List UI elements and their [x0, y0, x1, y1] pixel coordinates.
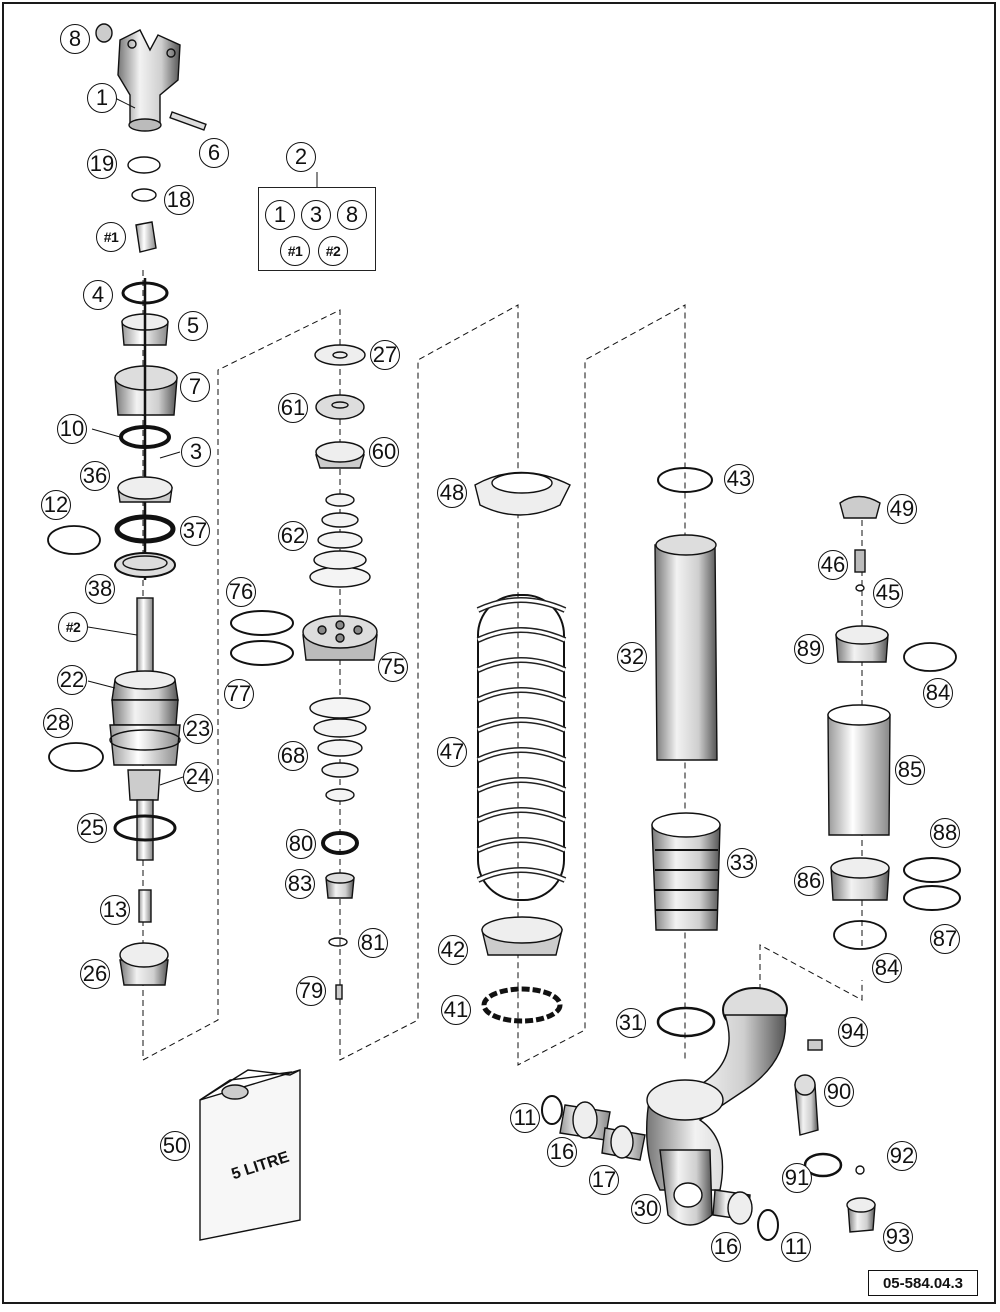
- callout-50: 50: [160, 1131, 190, 1161]
- callout-93: 93: [883, 1222, 913, 1252]
- callout-45: 45: [873, 578, 903, 608]
- callout-19: 19: [87, 149, 117, 179]
- callout-36: 36: [80, 461, 110, 491]
- callout-94: 94: [838, 1017, 868, 1047]
- callout-60: 60: [369, 437, 399, 467]
- callout-28: 28: [43, 708, 73, 738]
- callout-6: 6: [199, 138, 229, 168]
- kit-box: [258, 187, 376, 271]
- callout-7: 7: [180, 372, 210, 402]
- callout-84-lower: 84: [872, 953, 902, 983]
- oil-canister: [199, 1069, 301, 1241]
- callout-61: 61: [278, 393, 308, 423]
- callout-30: 30: [631, 1194, 661, 1224]
- callout-3: 3: [181, 437, 211, 467]
- oring-18: [131, 188, 157, 202]
- callout-91: 91: [782, 1163, 812, 1193]
- callout-hash2: #2: [58, 612, 88, 642]
- callout-86: 86: [794, 866, 824, 896]
- callout-23: 23: [183, 714, 213, 744]
- kit-item-3: 3: [301, 200, 331, 230]
- oring-19: [127, 156, 161, 174]
- kit-item-hash2: #2: [318, 236, 348, 266]
- callout-48: 48: [437, 478, 467, 508]
- nut-part: [95, 23, 113, 43]
- reference-code: 05-584.04.3: [868, 1270, 978, 1296]
- callout-24: 24: [183, 762, 213, 792]
- callout-87: 87: [930, 924, 960, 954]
- callout-8: 8: [60, 24, 90, 54]
- callout-16-left: 16: [547, 1137, 577, 1167]
- callout-81: 81: [358, 928, 388, 958]
- kit-item-hash1: #1: [280, 236, 310, 266]
- callout-49: 49: [887, 494, 917, 524]
- callout-33: 33: [727, 848, 757, 878]
- kit-item-1: 1: [265, 200, 295, 230]
- spring-coils: [476, 597, 567, 883]
- callout-79: 79: [296, 976, 326, 1006]
- kit-item-8: 8: [337, 200, 367, 230]
- callout-41: 41: [441, 995, 471, 1025]
- callout-18: 18: [164, 185, 194, 215]
- callout-22: 22: [57, 665, 87, 695]
- callout-5: 5: [178, 311, 208, 341]
- callout-84-upper: 84: [923, 678, 953, 708]
- part-hash1: [135, 221, 157, 253]
- callout-27: 27: [370, 340, 400, 370]
- callout-90: 90: [824, 1077, 854, 1107]
- callout-76: 76: [226, 577, 256, 607]
- callout-43: 43: [724, 464, 754, 494]
- callout-89: 89: [794, 634, 824, 664]
- callout-1: 1: [87, 83, 117, 113]
- pin-part: [169, 111, 207, 131]
- callout-85: 85: [895, 755, 925, 785]
- callout-42: 42: [438, 935, 468, 965]
- callout-11-left: 11: [510, 1103, 540, 1133]
- callout-10: 10: [57, 414, 87, 444]
- axis-zigzag: [142, 304, 686, 1066]
- callout-83: 83: [285, 869, 315, 899]
- callout-12: 12: [41, 490, 71, 520]
- callout-38: 38: [85, 574, 115, 604]
- callout-25: 25: [77, 813, 107, 843]
- body-housing-part: [646, 987, 788, 1226]
- callout-13: 13: [100, 895, 130, 925]
- callout-32: 32: [617, 642, 647, 672]
- callout-77: 77: [224, 679, 254, 709]
- callout-47: 47: [437, 737, 467, 767]
- callout-37: 37: [180, 516, 210, 546]
- callout-68: 68: [278, 741, 308, 771]
- callout-75: 75: [378, 652, 408, 682]
- callout-hash1: #1: [96, 222, 126, 252]
- callout-80: 80: [286, 829, 316, 859]
- clevis-part: [117, 29, 181, 132]
- callout-62: 62: [278, 521, 308, 551]
- callout-92: 92: [887, 1141, 917, 1171]
- kit-number-callout: 2: [286, 142, 316, 172]
- callout-17: 17: [589, 1165, 619, 1195]
- callout-16-right: 16: [711, 1232, 741, 1262]
- callout-46: 46: [818, 550, 848, 580]
- callout-26: 26: [80, 959, 110, 989]
- callout-11-right: 11: [781, 1232, 811, 1262]
- axis-reservoir: [759, 944, 863, 1001]
- callout-31: 31: [616, 1008, 646, 1038]
- callout-88: 88: [930, 818, 960, 848]
- callout-4: 4: [83, 280, 113, 310]
